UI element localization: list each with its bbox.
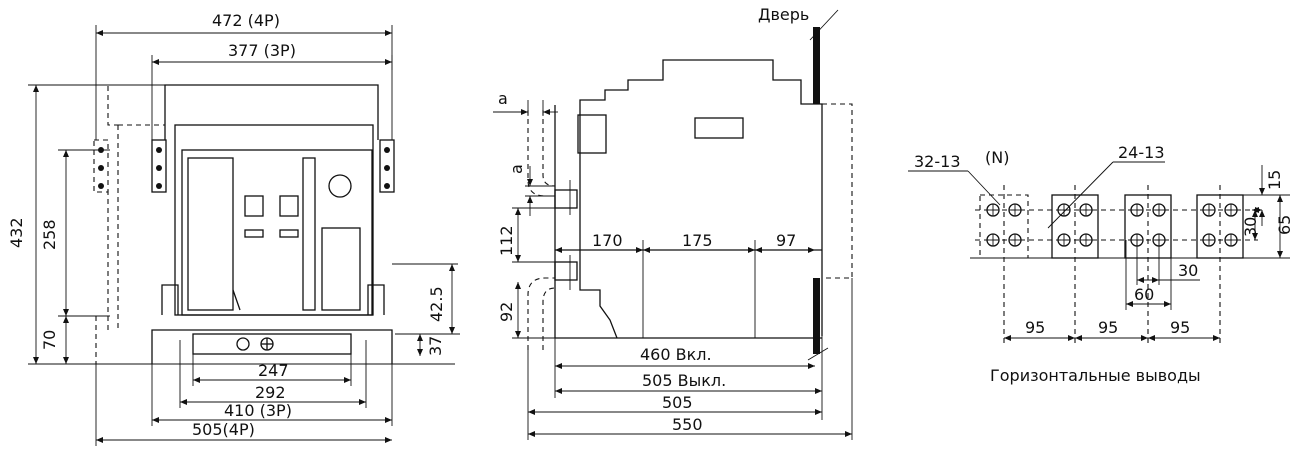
dim-112: 112 bbox=[497, 225, 516, 256]
dim-92: 92 bbox=[497, 302, 516, 322]
dim-170: 170 bbox=[592, 231, 623, 250]
dim-97: 97 bbox=[776, 231, 796, 250]
dim-95-3: 95 bbox=[1170, 318, 1190, 337]
terminals-view: 32-13 (N) 24-13 bbox=[908, 143, 1294, 385]
dim-247: 247 bbox=[258, 361, 289, 380]
dim-258: 258 bbox=[40, 219, 59, 250]
dim-70: 70 bbox=[40, 330, 59, 350]
dim-432: 432 bbox=[7, 217, 26, 248]
door-label: Дверь bbox=[758, 5, 809, 24]
dim-410: 410 (3P) bbox=[224, 401, 292, 420]
front-view: 472 (4P) 377 (3P) 432 258 70 42.5 37 bbox=[7, 11, 460, 446]
dim-505-4p: 505(4P) bbox=[192, 420, 255, 439]
label-32-13: 32-13 bbox=[914, 152, 961, 171]
dim-60: 60 bbox=[1134, 285, 1154, 304]
terminals-caption: Горизонтальные выводы bbox=[990, 366, 1201, 385]
dim-37: 37 bbox=[426, 336, 445, 356]
dim-292: 292 bbox=[255, 383, 286, 402]
dim-95-1: 95 bbox=[1025, 318, 1045, 337]
dim-95-2: 95 bbox=[1098, 318, 1118, 337]
dim-472: 472 (4P) bbox=[212, 11, 280, 30]
dim-42-5: 42.5 bbox=[427, 286, 446, 322]
dim-175: 175 bbox=[682, 231, 713, 250]
dim-550: 550 bbox=[672, 415, 703, 434]
dim-505: 505 bbox=[662, 393, 693, 412]
dim-15: 15 bbox=[1265, 170, 1284, 190]
dim-505-off: 505 Выкл. bbox=[642, 371, 726, 390]
dim-a-top: a bbox=[498, 89, 508, 108]
dim-a-side: a bbox=[507, 164, 526, 174]
dim-65: 65 bbox=[1275, 215, 1294, 235]
dim-377: 377 (3P) bbox=[228, 41, 296, 60]
dim-30-vertical: 30 bbox=[1241, 217, 1260, 237]
label-24-13: 24-13 bbox=[1118, 143, 1165, 162]
dim-30-horizontal: 30 bbox=[1178, 261, 1198, 280]
dim-460: 460 Вкл. bbox=[640, 345, 712, 364]
side-view: Дверь a a bbox=[493, 5, 853, 440]
label-neutral: (N) bbox=[985, 148, 1009, 167]
